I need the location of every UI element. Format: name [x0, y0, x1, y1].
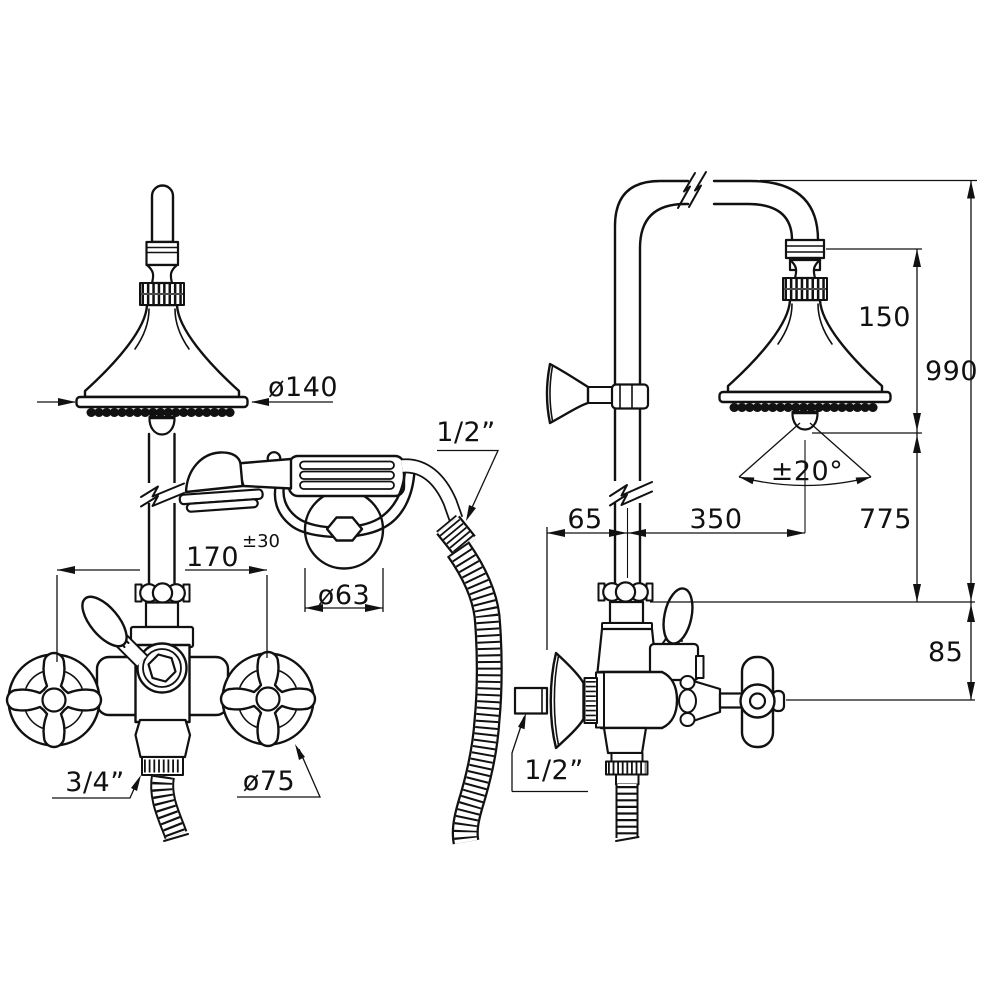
- hand-shower-head: [184, 451, 244, 494]
- right-cross-handle: [219, 650, 317, 748]
- left-view: [5, 184, 317, 842]
- arm-break-symbol: [677, 172, 696, 209]
- right-bottom-outlet: [602, 726, 649, 842]
- right-shower-head: [720, 238, 891, 430]
- wall-to-riser-label: 65: [567, 504, 602, 535]
- left-shower-head: [77, 184, 248, 435]
- left-bottom-outlet: [141, 756, 189, 842]
- handle-diameter-label: ø75: [243, 766, 295, 797]
- hose-connection-label: 1/2”: [436, 417, 495, 448]
- left-riser-pipe: [140, 432, 185, 585]
- dimensions: ø140 170 ±30 ø63 3/4” ø75 1/2” 65: [37, 179, 978, 799]
- head-height-label: 150: [858, 302, 911, 333]
- head-diameter-label: ø140: [268, 372, 338, 403]
- wall-flange: [513, 651, 585, 750]
- left-mixer-body: [95, 582, 230, 759]
- riser-break-symbol: [609, 481, 653, 497]
- hex-nut: [147, 653, 177, 683]
- handle-centers-tolerance-label: ±30: [242, 531, 280, 552]
- side-cross-handle: [678, 655, 786, 749]
- bracket-hex-nut: [325, 516, 364, 542]
- bottom-connection-label: 3/4”: [65, 767, 124, 798]
- riser-to-spray-label: 350: [689, 504, 742, 535]
- pipe-break-symbol: [140, 482, 185, 498]
- hose-nut: [436, 514, 476, 556]
- spray-to-body-label: 775: [859, 504, 912, 535]
- bracket-diameter-label: ø63: [318, 580, 370, 611]
- hand-shower-assembly: [178, 451, 503, 845]
- hand-shower-hose: [446, 541, 503, 845]
- diverter-knob-side: [662, 587, 694, 645]
- hose-connection: [401, 458, 476, 556]
- left-cross-handle: [5, 651, 103, 749]
- body-to-handle-label: 85: [928, 637, 963, 668]
- hand-shower: [178, 451, 293, 513]
- total-height-label: 990: [925, 356, 978, 387]
- handle-centers-label: 170: [186, 542, 239, 573]
- hand-shower-grip: [235, 457, 293, 490]
- right-view: [513, 171, 891, 842]
- riser-pipe-and-arm: [609, 171, 820, 585]
- right-mixer-body: [583, 581, 705, 730]
- wall-connection-label: 1/2”: [524, 755, 583, 786]
- hand-shower-cradle: [287, 454, 406, 498]
- riser-wall-bracket: [545, 362, 650, 425]
- diverter-lever: [81, 595, 149, 668]
- spray-angle-label: ±20°: [771, 456, 843, 487]
